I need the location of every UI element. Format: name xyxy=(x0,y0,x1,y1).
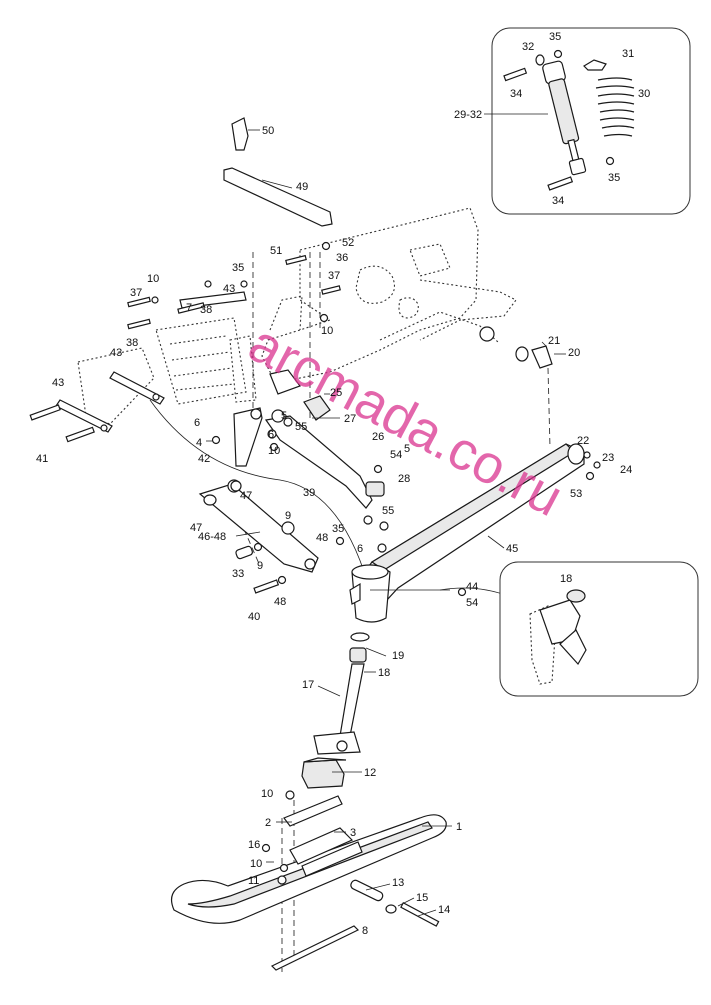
callout-55a: 55 xyxy=(295,421,307,433)
callout-47a: 47 xyxy=(240,490,252,502)
callout-29-32: 29-32 xyxy=(454,109,482,121)
callout-46-48: 46-48 xyxy=(198,531,226,543)
callout-44: 44 xyxy=(466,581,478,593)
callout-32: 32 xyxy=(522,41,534,53)
ski-1 xyxy=(171,814,447,971)
callout-2: 2 xyxy=(265,817,271,829)
callout-34a: 34 xyxy=(510,88,522,100)
callout-10d: 10 xyxy=(261,788,273,800)
callout-10a: 10 xyxy=(147,273,159,285)
callout-10e: 10 xyxy=(250,858,262,870)
callout-37a: 37 xyxy=(130,287,142,299)
callout-54b: 54 xyxy=(466,597,478,609)
callout-13: 13 xyxy=(392,877,404,889)
callout-50: 50 xyxy=(262,125,274,137)
callout-26: 26 xyxy=(372,431,384,443)
callout-14: 14 xyxy=(438,904,450,916)
callout-48b: 48 xyxy=(274,596,286,608)
callout-19: 19 xyxy=(392,650,404,662)
trailing-arm-45 xyxy=(353,443,585,613)
callout-35d: 35 xyxy=(332,523,344,535)
callout-17: 17 xyxy=(302,679,314,691)
shock-absorber-inset xyxy=(484,27,691,215)
callout-40: 40 xyxy=(248,611,260,623)
callout-42: 42 xyxy=(198,453,210,465)
callout-54a: 54 xyxy=(390,449,402,461)
callout-35b: 35 xyxy=(608,172,620,184)
spindle-17 xyxy=(313,632,370,755)
callout-15: 15 xyxy=(416,892,428,904)
callout-24: 24 xyxy=(620,464,632,476)
callout-52: 52 xyxy=(342,237,354,249)
callout-21: 21 xyxy=(548,335,560,347)
saddle-plate-2 xyxy=(283,795,440,927)
callout-39: 39 xyxy=(303,487,315,499)
callout-11: 11 xyxy=(248,875,259,887)
callout-28: 28 xyxy=(398,473,410,485)
hardware xyxy=(29,241,601,885)
callout-49: 49 xyxy=(296,181,308,193)
callout-5a: 5 xyxy=(281,410,287,422)
callout-16: 16 xyxy=(248,839,260,851)
callout-25: 25 xyxy=(330,387,342,399)
callout-6c: 6 xyxy=(357,543,363,555)
callout-33: 33 xyxy=(232,568,244,580)
callout-43c: 43 xyxy=(52,377,64,389)
callout-1: 1 xyxy=(456,821,462,833)
callout-35a: 35 xyxy=(549,31,561,43)
steering-arm-39 xyxy=(264,369,373,509)
callout-35c: 35 xyxy=(232,262,244,274)
callout-23: 23 xyxy=(602,452,614,464)
callout-31: 31 xyxy=(622,48,634,60)
callout-4: 4 xyxy=(196,437,202,449)
callout-10b: 10 xyxy=(321,325,333,337)
support-arm-46 xyxy=(198,479,319,573)
callout-9a: 9 xyxy=(285,510,291,522)
callout-3: 3 xyxy=(350,827,356,839)
link-arm-42 xyxy=(233,407,263,467)
callout-27: 27 xyxy=(344,413,356,425)
callout-8: 8 xyxy=(362,925,368,937)
callout-47b: 47 xyxy=(190,522,202,534)
callout-labels: 1234556667899101010101011121314151617181… xyxy=(36,31,650,937)
callout-6b: 6 xyxy=(268,429,274,441)
mount-bracket-49 xyxy=(223,117,333,227)
callout-55b: 55 xyxy=(382,505,394,517)
spindle-inset xyxy=(499,561,699,697)
callout-43a: 43 xyxy=(223,283,235,295)
callout-22: 22 xyxy=(577,435,589,447)
callout-6a: 6 xyxy=(194,417,200,429)
mount-plate-43 xyxy=(55,291,247,433)
callout-20: 20 xyxy=(568,347,580,359)
callout-38a: 38 xyxy=(200,304,212,316)
callout-12: 12 xyxy=(364,767,376,779)
callout-18b: 18 xyxy=(560,573,572,585)
callout-7: 7 xyxy=(186,302,192,314)
callout-53: 53 xyxy=(570,488,582,500)
callout-36: 36 xyxy=(336,252,348,264)
callout-37b: 37 xyxy=(328,270,340,282)
callout-41: 41 xyxy=(36,453,48,465)
callout-18a: 18 xyxy=(378,667,390,679)
spindle-housing xyxy=(349,564,391,623)
callout-48a: 48 xyxy=(316,532,328,544)
callout-51: 51 xyxy=(270,245,282,257)
callout-45: 45 xyxy=(506,543,518,555)
callout-5b: 5 xyxy=(404,443,410,455)
callout-30: 30 xyxy=(638,88,650,100)
rubber-block-12 xyxy=(301,757,347,789)
leader-lines xyxy=(206,129,566,917)
callout-10c: 10 xyxy=(268,445,280,457)
callout-38b: 38 xyxy=(126,337,138,349)
callout-43b: 43 xyxy=(110,347,122,359)
callout-34b: 34 xyxy=(552,195,564,207)
callout-9b: 9 xyxy=(257,560,263,572)
